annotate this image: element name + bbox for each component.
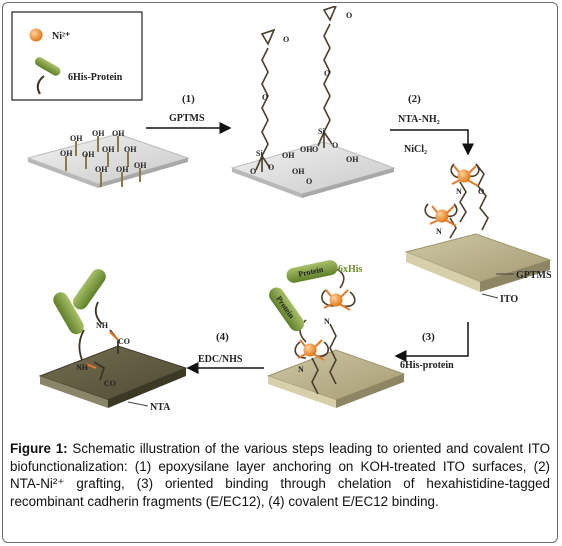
gptms-layer-label: GPTMS [516,270,552,281]
epoxide-o-label: O [346,11,352,20]
plate-nta-ni: N N O GPTMS ITO [404,163,552,305]
step-2-subreagent: NiCl₂ [404,144,427,155]
nickel-icon [29,28,43,42]
six-his-tag-label: 6xHis [338,264,363,275]
plate-covalent: NH CO NH CO NTA [38,269,188,413]
schematic-diagram: Ni²⁺ 6His-Protein OH OH OH OH OH OH OH O… [11,6,552,413]
oh-label: OH [70,134,83,143]
caption-text: Schematic illustration of the various st… [10,441,550,509]
step-4: (4) EDC/NHS [186,331,264,374]
n-label: N [298,365,304,374]
o-label: O [268,163,274,172]
nh-label: NH [96,321,109,330]
si-label: Si [318,127,325,136]
step-2-number: (2) [408,93,421,105]
epoxide-o-label: O [283,35,289,44]
step-2-arrow [390,129,474,156]
oh-label: OH [92,129,105,138]
nh-label: NH [76,363,89,372]
n-label: N [324,317,330,326]
oh-label: OH [134,161,147,170]
legend: Ni²⁺ 6His-Protein [11,11,143,101]
oh-label: OH [112,129,125,138]
oh-label: OH [300,145,313,154]
oh-label: OH [124,145,137,154]
protein-molecule [53,292,84,335]
legend-box [11,11,143,101]
n-label: N [436,227,442,236]
nta-layer-label: NTA [150,402,171,413]
step-1-number: (1) [182,93,195,105]
legend-ni-label: Ni²⁺ [52,31,70,42]
oh-label: OH [346,155,359,164]
co-label: CO [118,337,130,346]
protein-molecule: Protein [286,260,338,283]
o-label: O [312,145,318,154]
step-3-reagent: 6His-protein [400,360,454,371]
nickel-ion [329,293,343,307]
co-label: CO [104,379,116,388]
plate-oh: OH OH OH OH OH OH OH OH OH OH [26,129,190,188]
nickel-ion [435,209,449,223]
o-label: O [332,141,338,150]
step-4-number: (4) [216,331,229,343]
oh-label: OH [102,145,115,154]
oh-label: OH [82,150,95,159]
si-label: Si [256,149,263,158]
oh-label: OH [292,167,305,176]
o-label: O [478,187,484,196]
nickel-ion [457,169,471,183]
caption-figure-label: Figure 1: [10,441,68,456]
plate-gptms: O O O O Si Si O O O O OH OH OH OH O [230,6,396,198]
oh-label: OH [60,149,73,158]
ito-layer-label: ITO [500,294,518,305]
step-1-reagent: GPTMS [169,113,205,124]
step-3: (3) 6His-protein [394,322,469,371]
o-label: O [306,177,312,186]
legend-protein-label: 6His-Protein [68,72,123,83]
n-label: N [456,187,462,196]
step-3-number: (3) [422,331,435,343]
ether-o-label: O [262,93,268,102]
o-label: O [250,167,256,176]
figure-caption: Figure 1: Schematic illustration of the … [10,440,550,510]
oh-label: OH [116,165,129,174]
oh-label: OH [95,165,108,174]
step-4-reagent: EDC/NHS [198,354,243,365]
oh-label: OH [282,151,295,160]
plate-his-protein: Protein Protein 6xHis N N [266,260,406,408]
step-2-reagent: NTA-NH₂ [398,114,440,125]
step-2: (2) NTA-NH₂ NiCl₂ [390,93,474,156]
step-1: (1) GPTMS [146,93,232,134]
protein-molecule [73,269,106,310]
protein-icon [35,57,61,95]
nickel-ion [303,343,317,357]
ether-o-label: O [324,69,330,78]
step-3-arrow [394,322,469,362]
protein-molecule: Protein [269,287,305,332]
